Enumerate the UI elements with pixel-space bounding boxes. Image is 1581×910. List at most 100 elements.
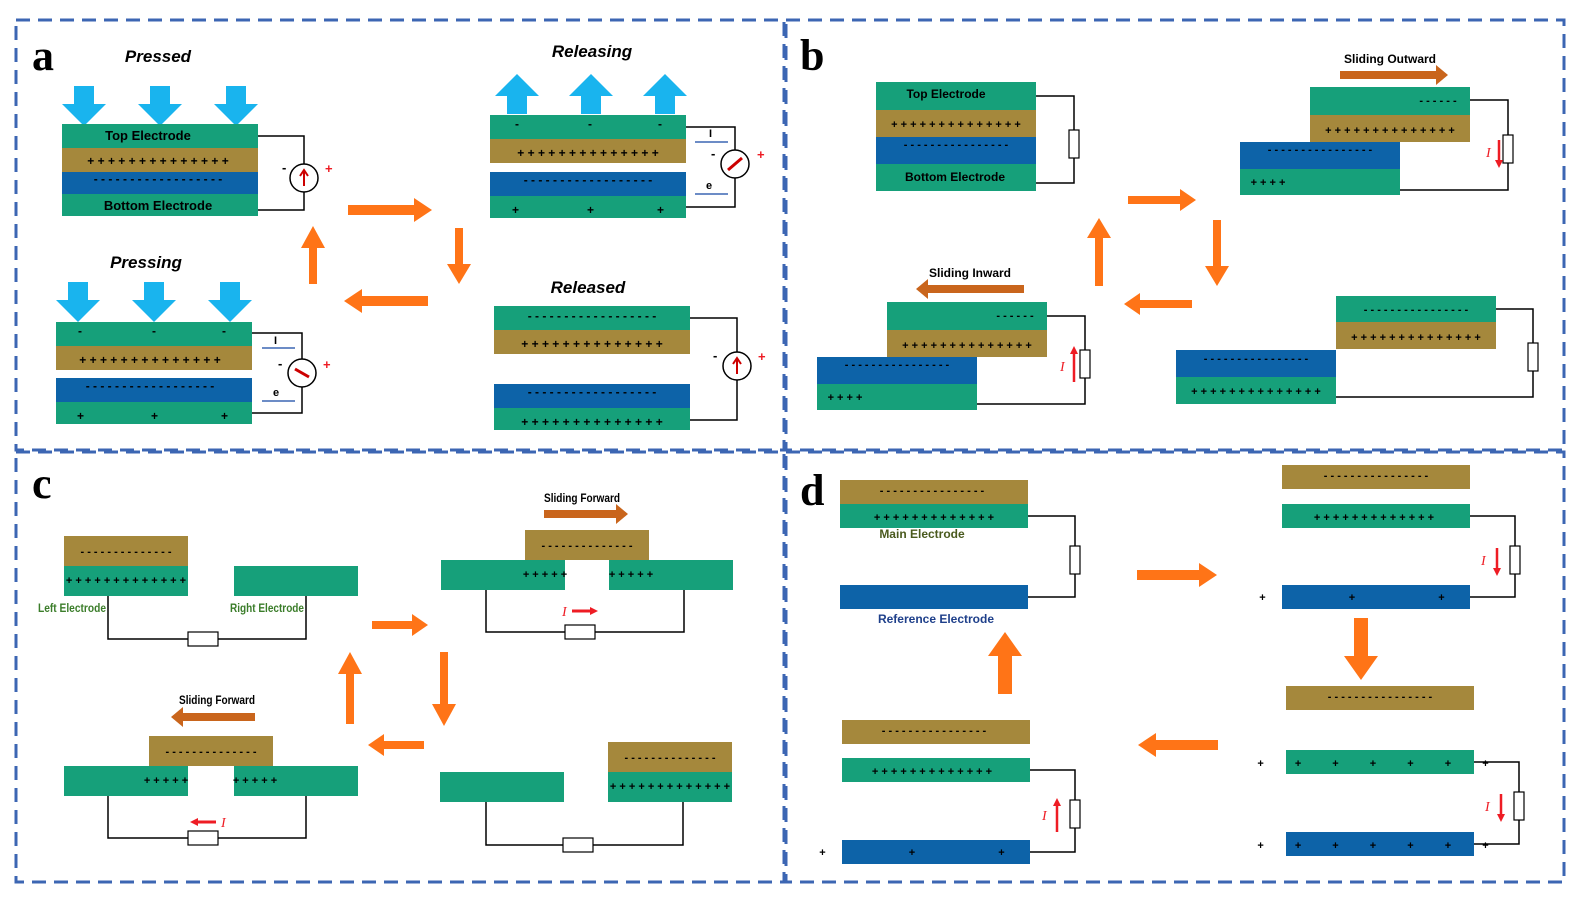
b1-top-electrode-label: Top Electrode [906, 87, 985, 101]
releasing-top-electrode [490, 115, 686, 139]
d1-circuit-wire [1028, 515, 1076, 598]
panel-borders [14, 18, 1566, 884]
released-minus-row-bottom: - - - - - - - - - - - - - - - - - - [528, 385, 657, 399]
arrow-right-icon [348, 198, 432, 222]
pressed-bottom-electrode [62, 194, 258, 216]
releasing-bottom-electrode [490, 196, 686, 218]
c4-plus-row: + + + + + + + + + + + + + [610, 781, 730, 793]
ammeter-plus: + [325, 161, 333, 176]
b2-circuit-wire [1400, 99, 1509, 191]
press-down-arrow-icon [56, 282, 100, 322]
b4-plus-row-bottom: + + + + + + + + + + + + + + [1191, 386, 1321, 398]
releasing-plus-sparse-1: + [512, 203, 519, 217]
arrow-left-icon [368, 734, 424, 756]
b2-blue-layer [1240, 142, 1400, 169]
d1-reference-electrode [840, 585, 1028, 609]
c3-minus-row: - - - - - - - - - - - - - - [165, 746, 256, 758]
pressing-gold-layer [56, 346, 252, 370]
b1-plus-row: + + + + + + + + + + + + + + [891, 119, 1021, 131]
c1-plus-row: + + + + + + + + + + + + + [66, 575, 186, 587]
released-title: Released [551, 278, 626, 297]
c1-circuit-wire [107, 596, 307, 640]
b4-gold-layer [1336, 322, 1496, 349]
pressing-electron-label: e [273, 387, 279, 399]
d3-current-arrowhead-icon [1053, 798, 1061, 806]
d2-current-arrowhead-icon [1493, 568, 1501, 576]
pressing-title: Pressing [110, 253, 182, 272]
ammeter-needle-icon [294, 367, 310, 379]
panel-c: - - - - - - - - - - - - - - + + + + + + … [38, 491, 733, 853]
b1-bottom-electrode [876, 164, 1036, 191]
releasing-plus-sparse-2: + [587, 203, 594, 217]
d1-main-electrode [840, 504, 1028, 528]
b3-gold-layer [887, 330, 1047, 357]
d3-reference-electrode [842, 840, 1030, 864]
release-up-arrow-icon [495, 74, 539, 114]
c4-minus-row: - - - - - - - - - - - - - - [624, 752, 715, 764]
b1-minus-row: - - - - - - - - - - - - - - - - [904, 139, 1009, 151]
c2-current-arrowhead-icon [590, 607, 598, 615]
d2-main-electrode [1282, 504, 1470, 528]
arrow-down-icon [1205, 220, 1229, 286]
press-arrows-top [62, 86, 258, 126]
b2-current-label: I [1485, 146, 1492, 161]
released-top-electrode [494, 306, 690, 330]
d2-resistor-icon [1509, 545, 1521, 575]
c2-sliding-arrow-icon [544, 504, 628, 524]
d3-current-label: I [1041, 809, 1048, 824]
b1-gold-layer [876, 110, 1036, 137]
b3-current-arrowhead-icon [1070, 346, 1078, 354]
ammeter-minus: - [713, 348, 717, 363]
b1-blue-layer [876, 137, 1036, 164]
b4-blue-layer [1176, 350, 1336, 377]
b2-plus-row: + + + + + + + + + + + + + + [1325, 125, 1455, 137]
d3-minus-row: - - - - - - - - - - - - - - - - [882, 725, 987, 737]
ammeter-minus: - [711, 146, 715, 161]
panel-a: Pressed Top Electrode + + + + + + + + + … [56, 42, 766, 430]
d2-current-label: I [1480, 554, 1487, 569]
pressing-bottom-electrode [56, 402, 252, 424]
arrow-up-icon [301, 226, 325, 284]
arrow-down-icon [1344, 618, 1378, 680]
arrow-right-icon [1128, 189, 1196, 211]
b4-minus-row: - - - - - - - - - - - - - - - - [1364, 304, 1469, 316]
b4-resistor-icon [1527, 342, 1539, 372]
left-electrode-label: Left Electrode [38, 601, 106, 615]
c1-right-electrode [234, 566, 358, 596]
b4-minus-row-bottom: - - - - - - - - - - - - - - - - [1204, 353, 1309, 365]
b1-circuit-wire [1036, 95, 1075, 184]
d4-current-label: I [1484, 800, 1491, 815]
c2-circuit-wire [485, 590, 685, 633]
d4-gold-layer [1286, 686, 1474, 710]
pressing-current-label: I [274, 335, 277, 347]
d2-plus-row: + + + + + + + + + + + + + [1314, 512, 1434, 524]
panel-a-cycle-arrows [301, 198, 471, 313]
c3-left-electrode [64, 766, 188, 796]
ammeter-minus: - [278, 356, 282, 371]
d1-minus-row: - - - - - - - - - - - - - - - - [880, 485, 985, 497]
ammeter-plus: + [758, 349, 766, 364]
pressing-top-electrode [56, 322, 252, 346]
panel-c-border [14, 450, 786, 884]
pressing-minus-sparse-2: - [152, 324, 156, 338]
arrow-down-icon [432, 652, 456, 726]
press-down-arrow-icon [214, 86, 258, 126]
panel-b-letter: b [800, 31, 824, 80]
release-up-arrow-icon [643, 74, 687, 114]
d2-gold-layer [1282, 465, 1470, 489]
releasing-title: Releasing [552, 42, 633, 61]
pressing-minus-sparse-1: - [78, 324, 82, 338]
d4-plus-row-bottom: + + + + + + + [1257, 840, 1502, 852]
press-down-arrow-icon [208, 282, 252, 322]
panel-b: Top Electrode + + + + + + + + + + + + + … [817, 52, 1539, 410]
c3-resistor-icon [187, 830, 219, 846]
press-down-arrow-icon [132, 282, 176, 322]
d4-reference-electrode [1286, 832, 1474, 856]
arrow-up-icon [1087, 218, 1111, 286]
b3-current-label: I [1059, 360, 1066, 375]
pressed-bottom-electrode-label: Bottom Electrode [104, 198, 212, 213]
panel-d-border [784, 450, 1566, 884]
c3-right-electrode [234, 766, 358, 796]
releasing-current-label: I [709, 128, 712, 140]
b2-gold-layer [1310, 115, 1470, 142]
